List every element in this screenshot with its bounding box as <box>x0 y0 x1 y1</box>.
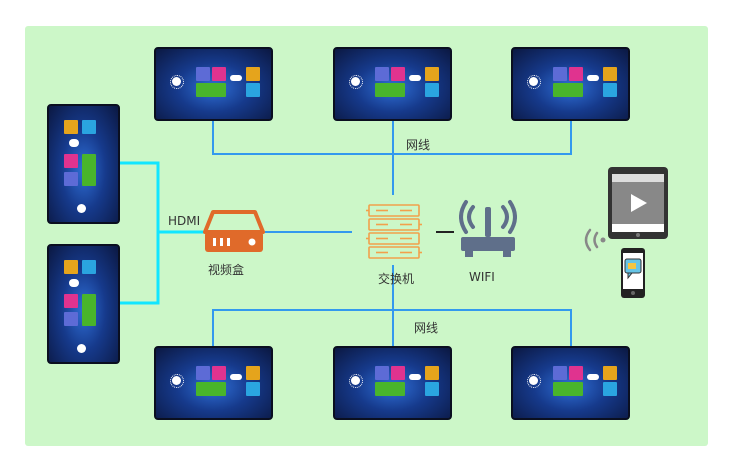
top-screen-2 <box>333 47 452 121</box>
video-box-label: 视频盒 <box>208 263 245 277</box>
switch-label: 交换机 <box>378 272 415 286</box>
bottom-screen-1 <box>154 346 273 420</box>
hdmi-line-upper <box>120 161 205 234</box>
phone-icon <box>621 248 645 298</box>
switch-icon <box>366 204 422 259</box>
signal-icon <box>584 228 606 252</box>
portrait-screen-1 <box>47 104 120 224</box>
video-box-icon <box>203 210 265 252</box>
wifi-router-icon <box>459 200 517 257</box>
top-screen-1 <box>154 47 273 121</box>
tablet-icon <box>608 167 668 239</box>
hdmi-line-lower <box>120 232 160 305</box>
network-lines <box>212 120 572 347</box>
top-screen-3 <box>511 47 630 121</box>
wifi-label: WIFI <box>469 270 495 284</box>
bottom-screen-3 <box>511 346 630 420</box>
hdmi-lines <box>120 161 205 305</box>
network-cable-label-bottom: 网线 <box>414 321 439 335</box>
network-cable-label-top: 网线 <box>406 138 431 152</box>
hdmi-label: HDMI <box>168 214 201 228</box>
portrait-screen-2 <box>47 244 120 364</box>
bottom-screen-2 <box>333 346 452 420</box>
